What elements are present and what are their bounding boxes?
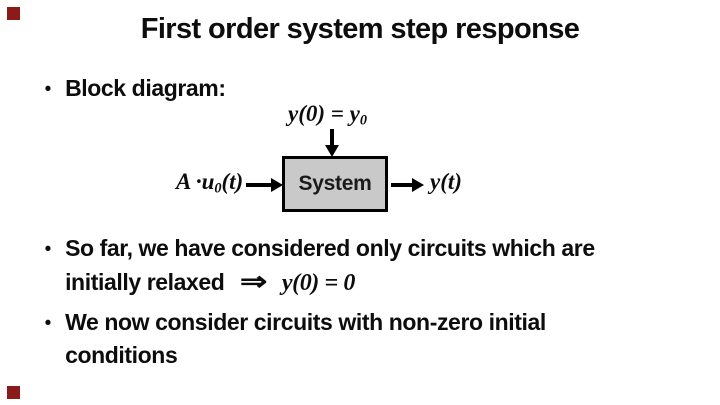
bullet-glyph: • xyxy=(44,77,52,99)
bullet-text-so-far: So far, we have considered only circuits… xyxy=(65,232,595,300)
input-arrow-head-icon xyxy=(271,178,283,192)
bullet-text-we-now: We now consider circuits with non-zero i… xyxy=(65,306,546,372)
bullet-glyph: • xyxy=(44,311,52,333)
input-arrow-shaft xyxy=(246,183,274,187)
so-far-line2-text: initially relaxed xyxy=(65,269,225,295)
output-arrow-shaft xyxy=(391,183,415,187)
input-signal-label: A ·u0(t) xyxy=(176,169,244,197)
corner-accent-square-bottom xyxy=(7,386,20,399)
output-arrow-head-icon xyxy=(412,178,424,192)
bullet-text-block-diagram: Block diagram: xyxy=(65,75,226,101)
bullet-glyph: • xyxy=(44,237,52,259)
implies-symbol: ⇒ xyxy=(240,266,268,296)
input-label-main: A ·u xyxy=(176,169,215,194)
output-signal-label: y(t) xyxy=(430,169,462,194)
page-title: First order system step response xyxy=(140,13,580,45)
down-arrow-shaft xyxy=(330,129,334,148)
bullet-item-block-diagram: • Block diagram: xyxy=(44,72,226,105)
corner-accent-square-top xyxy=(7,7,20,20)
so-far-math: y(0) = 0 xyxy=(281,270,356,296)
bullet-item-so-far: • So far, we have considered only circui… xyxy=(44,232,595,300)
we-now-line2: conditions xyxy=(65,342,178,368)
initial-condition-label: y(0) = y0 xyxy=(288,101,367,129)
we-now-line1: We now consider circuits with non-zero i… xyxy=(65,309,546,335)
bullet-item-we-now: • We now consider circuits with non-zero… xyxy=(44,306,546,372)
input-label-tail: (t) xyxy=(221,169,244,194)
system-box: System xyxy=(282,156,388,212)
input-label-subscript: 0 xyxy=(214,180,222,197)
initial-condition-main: y(0) = y xyxy=(288,101,360,126)
system-box-label: System xyxy=(298,172,372,195)
down-arrow-head-icon xyxy=(325,145,339,157)
initial-condition-subscript: 0 xyxy=(359,112,367,129)
so-far-line1: So far, we have considered only circuits… xyxy=(65,235,595,261)
